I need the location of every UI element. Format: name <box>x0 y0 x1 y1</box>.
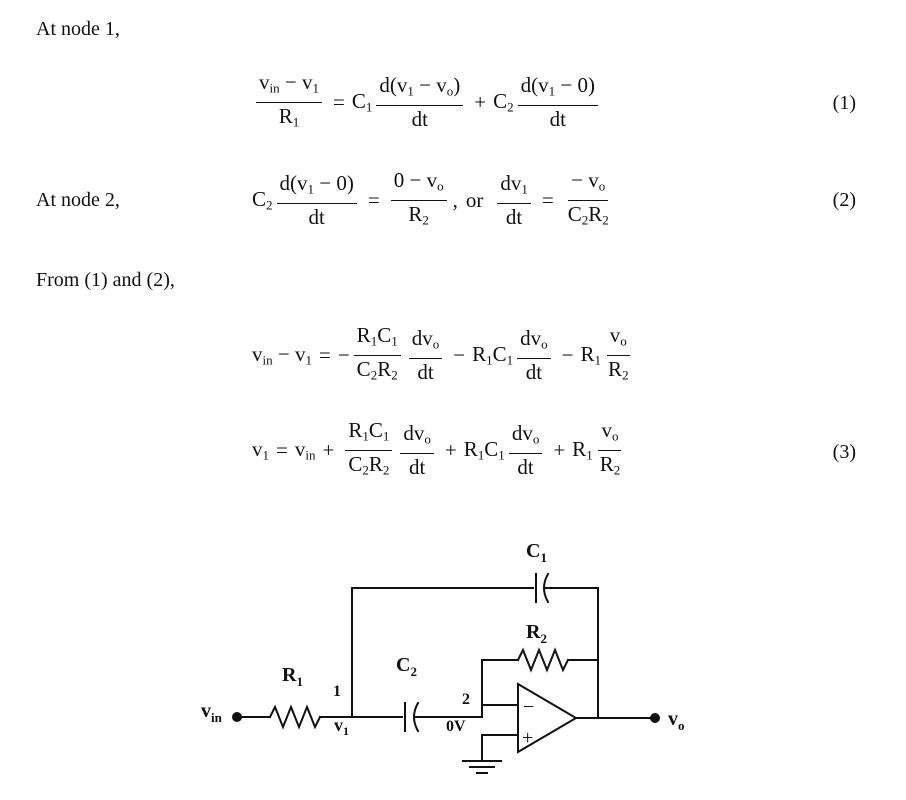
node2-label: At node 2, <box>36 189 120 211</box>
v1-label: v1 <box>334 715 349 738</box>
r2-label: R2 <box>526 621 547 646</box>
resistor-r1 <box>268 704 322 730</box>
equation-number-3: (3) <box>832 441 856 463</box>
fraction: dvo dt <box>408 325 443 385</box>
vin-label: vin <box>201 700 223 725</box>
vo-label: vo <box>668 708 685 733</box>
c2-label: C2 <box>396 654 417 679</box>
equation-3: v1 = vin + R1C1 C2R2 dvo dt + R1C1 dvo d… <box>252 417 627 483</box>
op-amp <box>517 682 578 754</box>
resistor-r2 <box>516 647 570 673</box>
zero-volt-label: 0V <box>446 718 466 735</box>
from-1-and-2-label: From (1) and (2), <box>36 269 175 291</box>
equation-1: vin − v1 R1 = C1 d(v1 − vo) dt + C2 d(v1… <box>252 69 602 135</box>
node1-label: At node 1, <box>36 18 120 40</box>
fraction: dv1 dt <box>497 170 531 230</box>
fraction: vin − v1 R1 <box>256 69 322 135</box>
fraction: d(v1 − 0) dt <box>276 170 357 230</box>
fraction: − vo C2R2 <box>567 167 609 228</box>
c1-label: C1 <box>526 540 547 565</box>
equation-number-2: (2) <box>832 189 856 211</box>
fraction: 0 − vo R2 <box>390 167 447 233</box>
node2-number: 2 <box>462 691 470 708</box>
fraction: dvo dt <box>508 420 543 480</box>
capacitor-c2-curve <box>413 701 420 733</box>
vo-terminal <box>650 713 660 723</box>
op-amp-minus-sign: − <box>523 696 534 718</box>
fraction: R1C1 C2R2 <box>345 417 393 483</box>
r1-label: R1 <box>282 664 303 689</box>
equation-2: C2 d(v1 − 0) dt = 0 − vo R2 , or dv1 dt … <box>252 167 616 233</box>
fraction: d(v1 − vo) dt <box>376 72 464 132</box>
capacitor-c1-curve <box>543 572 550 604</box>
or-text: or <box>465 187 484 212</box>
op-amp-plus-sign: + <box>522 727 533 749</box>
fraction: vo R2 <box>598 417 622 478</box>
fraction: d(v1 − 0) dt <box>517 72 598 132</box>
fraction: dvo dt <box>517 325 551 385</box>
equation-number-1: (1) <box>832 92 856 114</box>
fraction: dvo dt <box>400 420 434 480</box>
fraction: R1C1 C2R2 <box>353 322 401 388</box>
equation-derived: vin − v1 = − R1C1 C2R2 dvo dt − R1C1 dvo… <box>252 322 636 388</box>
fraction: vo R2 <box>606 322 630 383</box>
node1-number: 1 <box>333 683 341 700</box>
